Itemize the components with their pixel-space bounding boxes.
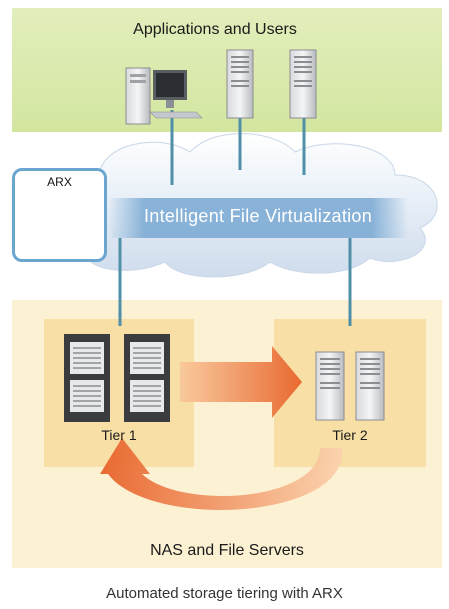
arx-label: ARX bbox=[47, 175, 72, 189]
server-tower-icon bbox=[226, 49, 254, 119]
tier1-server-rack-icon bbox=[64, 334, 110, 422]
tier2-box bbox=[274, 319, 426, 467]
tier1-server-rack-icon bbox=[124, 334, 170, 422]
connector-lines bbox=[118, 110, 352, 326]
figure-caption: Automated storage tiering with ARX bbox=[106, 585, 343, 602]
nas-title: NAS and File Servers bbox=[150, 542, 304, 559]
arx-box bbox=[12, 168, 107, 262]
tier2-server-tower-icon bbox=[355, 351, 385, 421]
tier1-to-tier2-arrow bbox=[180, 346, 302, 418]
tier1-label: Tier 1 bbox=[101, 427, 137, 443]
virtualization-banner bbox=[108, 198, 408, 238]
tier2-server-tower-icon bbox=[315, 351, 345, 421]
tier2-to-tier1-curved-arrow bbox=[100, 438, 343, 510]
virtualization-label: Intelligent File Virtualization bbox=[143, 206, 373, 226]
workstation-icon bbox=[125, 67, 203, 125]
tier2-label: Tier 2 bbox=[332, 427, 368, 443]
applications-title: Applications and Users bbox=[133, 21, 297, 38]
server-tower-icon bbox=[289, 49, 317, 119]
